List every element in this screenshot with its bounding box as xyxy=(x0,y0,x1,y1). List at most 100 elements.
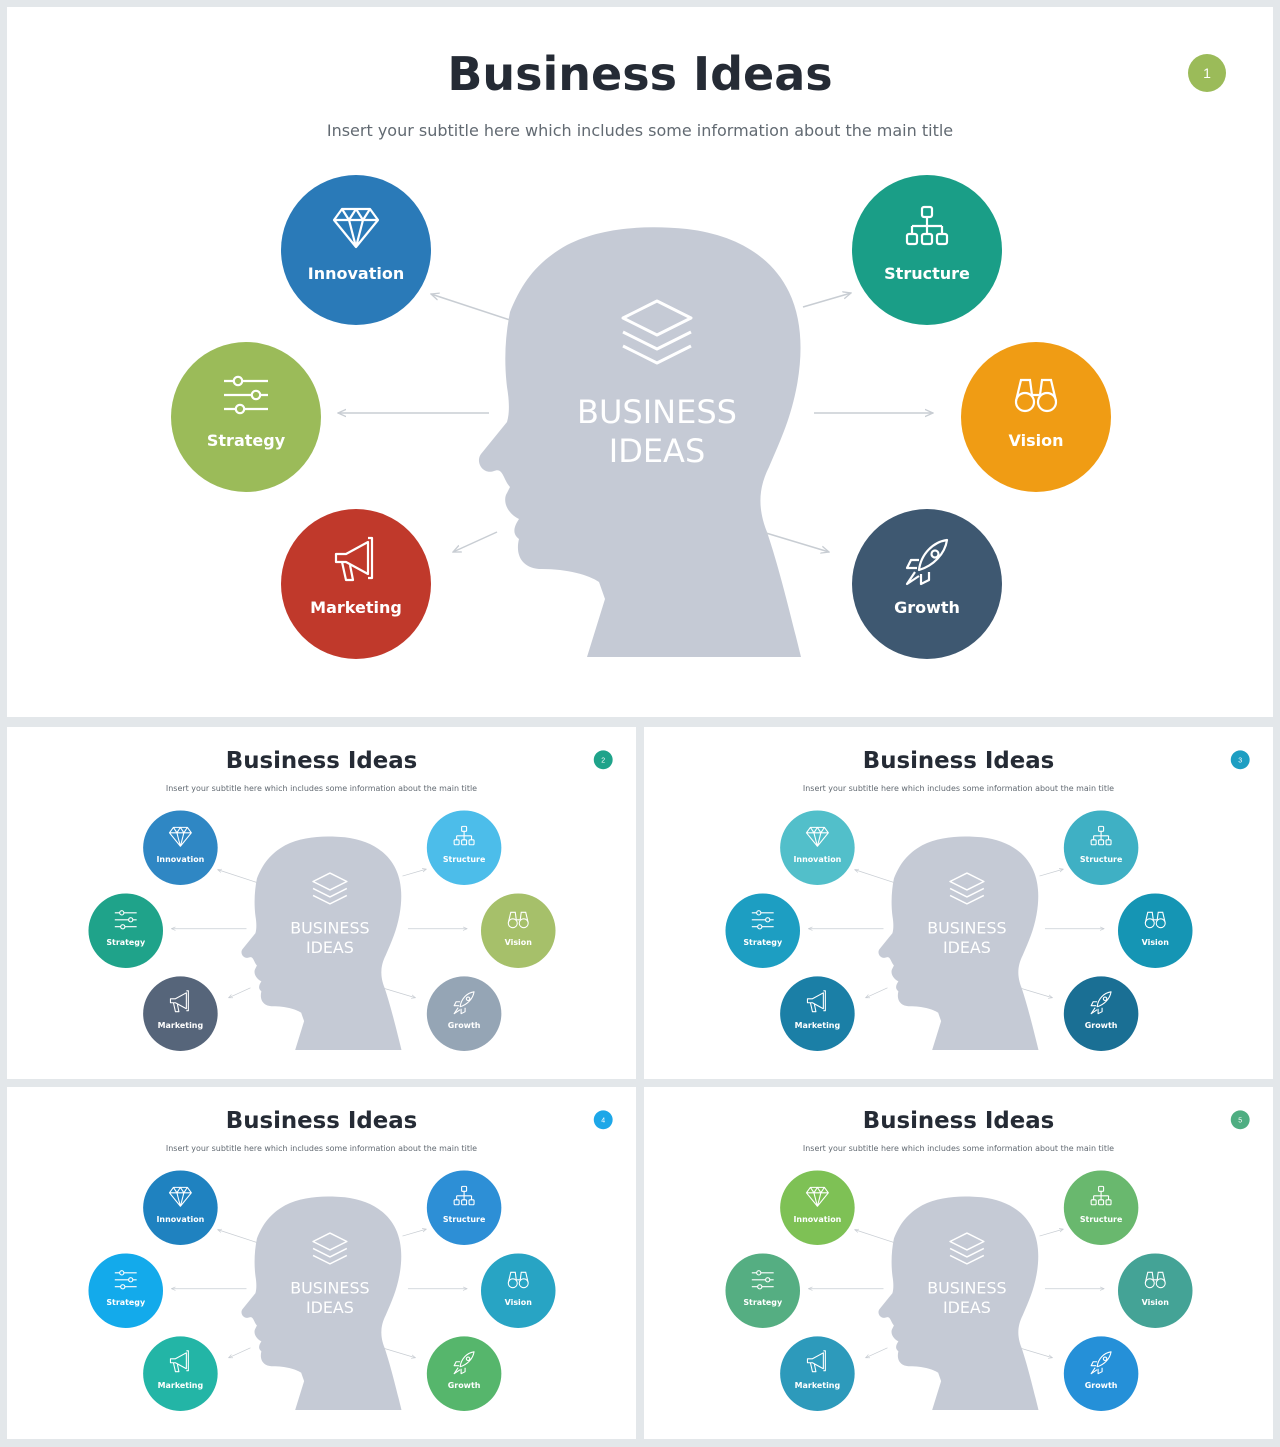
binoculars-icon xyxy=(1144,1271,1166,1289)
diamond-icon xyxy=(168,826,192,847)
business-ideas-diagram: BUSINESS IDEAS Innovation xyxy=(725,810,1193,1051)
connector-arrows xyxy=(171,1229,467,1358)
rocket-icon xyxy=(453,991,475,1015)
node-label: Growth xyxy=(1085,1021,1118,1030)
arrow-structure xyxy=(1039,869,1063,877)
node-label: Marketing xyxy=(795,1021,841,1030)
node-growth: Growth xyxy=(426,976,502,1051)
org-chart-icon xyxy=(1090,825,1112,846)
page-number-badge: 2 xyxy=(593,750,613,770)
node-label: Innovation xyxy=(156,1215,204,1224)
org-chart-icon xyxy=(453,1185,475,1206)
node-growth: Growth xyxy=(1063,1336,1139,1411)
node-label: Innovation xyxy=(308,264,404,283)
head-text-line-2: IDEAS xyxy=(306,938,354,957)
node-structure: Structure xyxy=(852,175,1002,325)
node-label: Growth xyxy=(894,598,960,617)
node-label: Innovation xyxy=(793,855,841,864)
binoculars-icon xyxy=(507,911,529,929)
node-structure: Structure xyxy=(1063,1170,1139,1245)
binoculars-icon xyxy=(507,1271,529,1289)
sliders-icon xyxy=(114,1270,137,1290)
arrow-structure xyxy=(402,1229,426,1237)
head-text-line-2: IDEAS xyxy=(609,432,706,470)
head-text-line-1: BUSINESS xyxy=(290,1279,369,1298)
slide-subtitle: Insert your subtitle here which includes… xyxy=(326,121,954,140)
arrow-growth xyxy=(765,532,829,552)
arrow-growth xyxy=(383,987,415,997)
node-strategy: Strategy xyxy=(88,893,164,968)
diamond-icon xyxy=(805,826,829,847)
megaphone-icon xyxy=(806,1350,826,1373)
head-layers-icon xyxy=(949,872,985,905)
binoculars-icon xyxy=(1144,911,1166,929)
rocket-icon xyxy=(905,538,949,586)
rocket-icon xyxy=(1090,1351,1112,1375)
slide-title: Business Ideas xyxy=(447,47,833,101)
arrow-innovation xyxy=(218,870,258,883)
node-label: Structure xyxy=(1080,1215,1123,1224)
node-innovation: Innovation xyxy=(281,175,431,325)
head-text-line-2: IDEAS xyxy=(943,938,991,957)
node-label: Strategy xyxy=(207,431,286,450)
node-label: Strategy xyxy=(743,1298,783,1307)
node-marketing: Marketing xyxy=(143,1336,218,1411)
binoculars-icon xyxy=(1014,378,1058,413)
node-label: Vision xyxy=(1009,431,1064,450)
arrow-structure xyxy=(402,869,426,877)
node-label: Vision xyxy=(505,938,533,947)
arrow-innovation xyxy=(218,1230,258,1243)
node-label: Strategy xyxy=(106,938,146,947)
head-text-line-2: IDEAS xyxy=(943,1298,991,1317)
head-text-line-1: BUSINESS xyxy=(577,393,737,431)
slide-title: Business Ideas xyxy=(862,1106,1055,1134)
connector-arrows xyxy=(808,869,1104,998)
arrow-innovation xyxy=(855,1230,895,1243)
slide-title: Business Ideas xyxy=(225,746,418,774)
head-text-line-1: BUSINESS xyxy=(927,1279,1006,1298)
page-number-badge: 3 xyxy=(1230,750,1250,770)
head-silhouette xyxy=(241,836,402,1050)
arrow-marketing xyxy=(453,531,498,552)
megaphone-icon xyxy=(169,990,189,1013)
node-structure: Structure xyxy=(426,1170,502,1245)
slide-1: Business Ideas Insert your subtitle here… xyxy=(7,7,1273,717)
node-vision: Vision xyxy=(1117,893,1193,968)
node-marketing: Marketing xyxy=(780,976,855,1051)
head-text-line-1: BUSINESS xyxy=(290,919,369,938)
arrow-innovation xyxy=(855,870,895,883)
slide-5: Business Ideas Insert your subtitle here… xyxy=(644,1087,1273,1439)
node-marketing: Marketing xyxy=(780,1336,855,1411)
head-layers-icon xyxy=(621,299,693,365)
connector-arrows xyxy=(338,293,933,552)
node-innovation: Innovation xyxy=(780,1170,855,1245)
node-vision: Vision xyxy=(961,342,1111,492)
node-innovation: Innovation xyxy=(143,1170,218,1245)
slide-3: Business Ideas Insert your subtitle here… xyxy=(644,727,1273,1079)
slide-title: Business Ideas xyxy=(225,1106,418,1134)
head-layers-icon xyxy=(312,872,348,905)
node-label: Growth xyxy=(448,1021,481,1030)
node-label: Structure xyxy=(443,855,486,864)
arrow-growth xyxy=(1020,1347,1052,1357)
node-structure: Structure xyxy=(1063,810,1139,885)
page-number-badge: 5 xyxy=(1230,1110,1250,1130)
connector-arrows xyxy=(808,1229,1104,1358)
slide-2: Business Ideas Insert your subtitle here… xyxy=(7,727,636,1079)
node-label: Structure xyxy=(884,264,970,283)
node-label: Vision xyxy=(1142,1298,1170,1307)
node-label: Strategy xyxy=(743,938,783,947)
business-ideas-diagram: BUSINESS IDEAS Innovation xyxy=(88,1170,556,1411)
slide-subtitle: Insert your subtitle here which includes… xyxy=(802,783,1115,794)
slide-title: Business Ideas xyxy=(862,746,1055,774)
arrow-marketing xyxy=(866,1347,888,1358)
node-label: Innovation xyxy=(156,855,204,864)
node-strategy: Strategy xyxy=(88,1253,164,1328)
org-chart-icon xyxy=(905,205,949,246)
sliders-icon xyxy=(224,375,268,415)
megaphone-icon xyxy=(169,1350,189,1373)
node-vision: Vision xyxy=(480,893,556,968)
head-text-line-1: BUSINESS xyxy=(927,919,1006,938)
connector-arrows xyxy=(171,869,467,998)
business-ideas-diagram: BUSINESS IDEAS Innovation xyxy=(725,1170,1193,1411)
